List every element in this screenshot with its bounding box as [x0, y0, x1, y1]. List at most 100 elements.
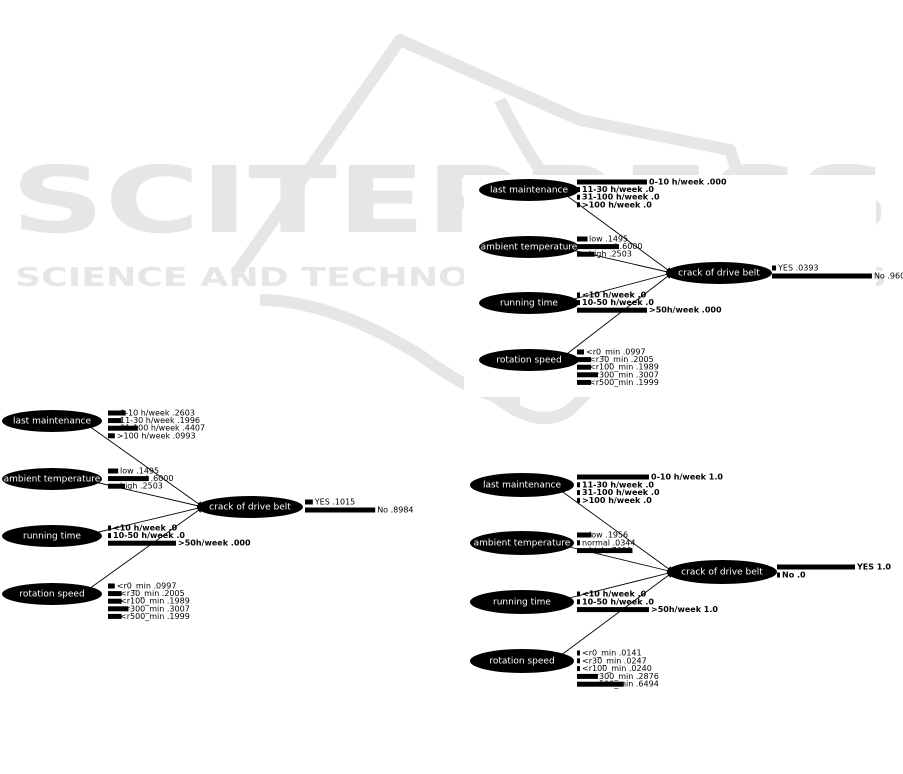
- state-label: <r0_min .0997: [586, 348, 646, 357]
- node-label-target: crack of drive belt: [681, 568, 763, 578]
- state-bar: [577, 300, 580, 306]
- state-label: 0-10 h/week .2603: [120, 409, 195, 418]
- state-bar: [577, 372, 598, 378]
- state-label: normal .0344: [582, 538, 635, 547]
- state-label: <r30_min .2005: [120, 589, 185, 598]
- node-label-rotation-speed: rotation speed: [489, 657, 554, 667]
- edge-ambient-temperature-to-target: [553, 542, 674, 574]
- state-bar: [577, 307, 647, 313]
- state-bar: [108, 425, 138, 431]
- target-state-bar: [777, 572, 780, 578]
- state-label: <r500_min .1999: [589, 378, 659, 387]
- state-label: >50h/week .000: [649, 306, 722, 315]
- state-bar: [577, 474, 649, 480]
- state-bar: [577, 244, 619, 250]
- node-label-ambient-temperature: ambient temperature: [481, 243, 578, 253]
- state-bar: [108, 540, 176, 546]
- target-state-label: YES .0393: [777, 264, 818, 273]
- node-label-last-maintenance: last maintenance: [490, 186, 569, 196]
- node-label-last-maintenance: last maintenance: [13, 417, 92, 427]
- state-label: <r100_min .1989: [589, 363, 659, 372]
- edge-running-time-to-target: [553, 570, 674, 603]
- state-label: <r0_min .0997: [117, 582, 177, 591]
- state-label: >100 h/week .0993: [117, 431, 196, 440]
- node-target: [667, 560, 777, 584]
- state-bar: [108, 606, 129, 612]
- node-rotation-speed: [2, 583, 102, 605]
- state-bar: [577, 658, 580, 664]
- state-bar: [577, 187, 580, 193]
- state-label: low .1495: [589, 235, 628, 244]
- state-bar: [108, 410, 126, 416]
- target-state-label: No .9606: [874, 272, 903, 281]
- state-label: low .1495: [120, 467, 159, 476]
- state-label: <10 h/week .0: [582, 291, 647, 300]
- state-label: 10-50 h/week .0: [582, 298, 654, 307]
- state-label: <r300_min .3007: [589, 370, 659, 379]
- state-bar: [577, 673, 598, 679]
- target-state-label: YES .1015: [314, 498, 355, 507]
- node-rotation-speed: [470, 649, 574, 673]
- state-label: normal .6000: [589, 242, 642, 251]
- state-label: <r500_min .6494: [589, 680, 659, 689]
- node-label-last-maintenance: last maintenance: [483, 481, 562, 491]
- state-label: 10-50 h/week .0: [113, 531, 185, 540]
- state-bar: [577, 490, 580, 496]
- node-running-time: [2, 525, 102, 547]
- state-label: 11-30 h/week .0: [582, 480, 654, 489]
- state-label: >100 h/week .0: [582, 200, 652, 209]
- state-bar: [577, 607, 649, 613]
- node-running-time: [479, 292, 579, 314]
- edge-rotation-speed-to-target: [558, 272, 673, 361]
- edge-rotation-speed-to-target: [81, 506, 204, 595]
- state-bar: [577, 194, 580, 200]
- state-label: 0-10 h/week .000: [649, 178, 727, 187]
- state-bar: [577, 591, 580, 597]
- node-label-running-time: running time: [493, 598, 551, 608]
- target-state-bar: [305, 507, 376, 513]
- node-ambient-temperature: [470, 531, 574, 555]
- node-last-maintenance: [479, 179, 579, 201]
- target-state-bar: [772, 265, 777, 271]
- node-label-target: crack of drive belt: [209, 503, 291, 513]
- state-bar: [108, 468, 119, 474]
- state-label: <r30_min .0247: [582, 656, 647, 665]
- state-bar: [577, 540, 580, 546]
- network-svg-bottom-right: last maintenance 0-10 h/week 1.011-30 h/w…: [470, 473, 891, 689]
- state-label: 0-10 h/week 1.0: [651, 473, 723, 482]
- node-last-maintenance: [470, 473, 574, 497]
- edge-ambient-temperature-to-target: [81, 478, 204, 509]
- state-bar: [577, 482, 580, 488]
- state-bar: [577, 236, 588, 242]
- state-bar: [108, 483, 125, 489]
- state-bar: [108, 591, 122, 597]
- state-bar: [577, 179, 647, 185]
- node-label-running-time: running time: [500, 299, 558, 309]
- state-bar: [577, 650, 580, 656]
- state-bar: [108, 433, 115, 439]
- state-bar: [108, 613, 122, 619]
- state-label: 10-50 h/week .0: [582, 597, 654, 606]
- edge-last-maintenance-to-target: [81, 420, 204, 508]
- edge-last-maintenance-to-target: [552, 484, 674, 573]
- state-label: <r100_min .1989: [120, 597, 190, 606]
- state-label: <r500_min .1999: [120, 612, 190, 621]
- state-label: high .7699: [589, 546, 632, 555]
- node-last-maintenance: [2, 410, 102, 432]
- node-ambient-temperature: [2, 468, 102, 490]
- state-bar: [108, 598, 122, 604]
- target-state-bar: [305, 499, 313, 505]
- target-state-label: YES 1.0: [856, 563, 891, 572]
- state-bar: [108, 418, 122, 424]
- node-label-running-time: running time: [23, 532, 81, 542]
- state-bar: [577, 379, 591, 385]
- target-state-bar: [777, 564, 855, 570]
- edge-running-time-to-target: [81, 505, 204, 537]
- node-label-ambient-temperature: ambient temperature: [474, 539, 571, 549]
- state-bar: [577, 251, 595, 257]
- target-state-label: No .0: [782, 571, 806, 580]
